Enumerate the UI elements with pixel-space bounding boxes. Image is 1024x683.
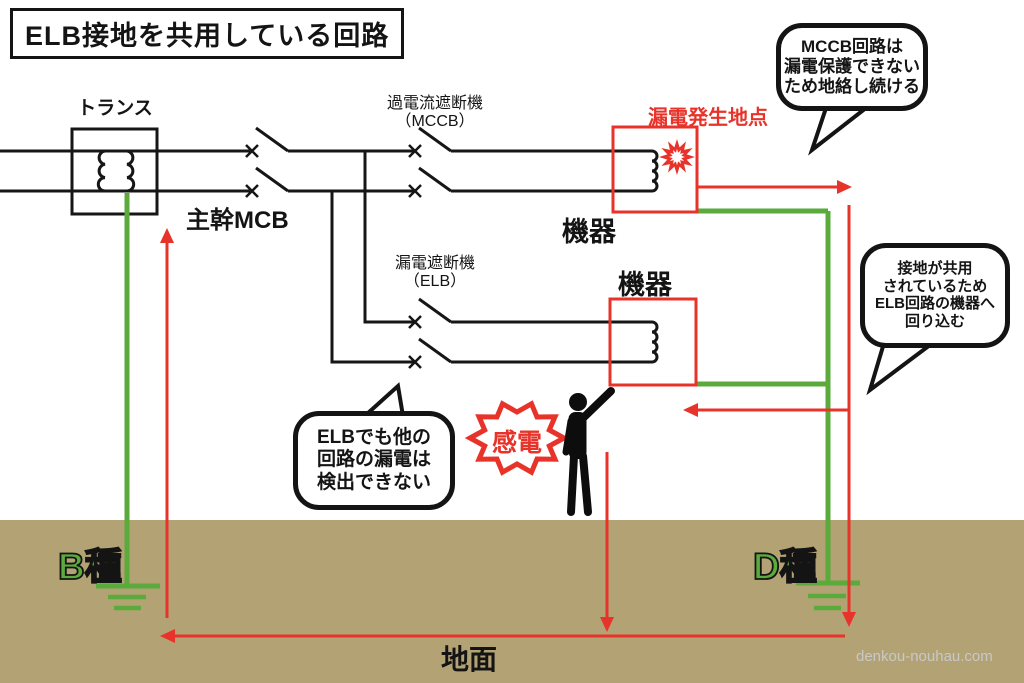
circuit-wires (0, 126, 659, 369)
label-ground-b: B種 (57, 545, 123, 588)
bubble-elb-line3: 検出できない (316, 471, 431, 493)
breaker-contact-marks (245, 144, 422, 369)
bubble-sg-line2: されているため (882, 277, 988, 295)
arrowhead-down-d-icon (842, 612, 856, 627)
watermark: denkou-nouhau.com (856, 648, 993, 665)
speech-bubble-shared-ground: 接地が共用 されているため ELB回路の機器へ 回り込む (860, 243, 1010, 348)
label-shock: 感電 (491, 429, 542, 457)
label-ground-d: D種 (752, 545, 818, 588)
speech-bubble-elb: ELBでも他の 回路の漏電は 検出できない (293, 411, 455, 511)
label-mccb: 過電流遮断機 （MCCB） (360, 95, 510, 131)
bubble-sg-line4: 回り込む (904, 313, 965, 331)
transformer-symbol (70, 127, 159, 216)
label-equipment-elb: 機器 (618, 270, 672, 300)
label-transformer: トランス (77, 98, 153, 119)
equipment-box-elb (608, 297, 698, 387)
person-raised-arm (577, 387, 615, 424)
earth-symbol-b (96, 583, 160, 611)
bubble-elb-line2: 回路の漏電は (316, 449, 431, 471)
label-elb: 漏電遮断機 （ELB） (360, 255, 510, 291)
label-mccb-line2: （MCCB） (395, 112, 475, 130)
person-left-arm (562, 417, 575, 456)
earth-wire-d (697, 208, 831, 581)
arrowhead-down-person-icon (600, 617, 614, 632)
person-figure (562, 387, 615, 516)
speech-bubble-mccb: MCCB回路は 漏電保護できない ため地絡し続ける (776, 23, 928, 112)
bubble-mccb-line3: ため地絡し続ける (784, 77, 920, 97)
leak-current-path (165, 185, 851, 638)
arrowhead-right-icon (837, 180, 852, 194)
label-main-mcb: 主幹MCB (186, 207, 289, 234)
bubble-sg-line3: ELB回路の機器へ (874, 295, 995, 313)
bubble-tail-mccb (808, 106, 872, 156)
label-elb-line2: （ELB） (403, 272, 467, 290)
label-elb-line1: 漏電遮断機 (394, 255, 475, 272)
elb-breaker (418, 297, 452, 364)
bubble-elb-line1: ELBでも他の (316, 427, 431, 448)
page-title: ELB接地を共用している回路 (10, 8, 405, 59)
branch-bus-bottom (330, 191, 415, 364)
equipment-box-mccb (611, 125, 699, 214)
earth-wires (96, 193, 860, 611)
bubble-mccb-line1: MCCB回路は (801, 37, 903, 56)
soil-band (0, 520, 1024, 683)
equipment-coil-mccb (651, 149, 659, 193)
arrowhead-left-elb-icon (683, 403, 698, 417)
equipment-coil-elb (651, 320, 659, 364)
person-left-leg (567, 452, 578, 516)
bubble-mccb-line2: 漏電保護できない (784, 57, 920, 77)
bubble-tail-shared-ground (866, 340, 936, 396)
label-equipment-mccb: 機器 (562, 217, 616, 247)
person-right-leg (579, 452, 592, 516)
arrowhead-up-b-icon (160, 228, 174, 243)
label-leak-point: 漏電発生地点 (648, 107, 768, 129)
leak-starburst-icon (659, 139, 695, 175)
leak-arrowheads (160, 180, 856, 643)
arrowhead-left-ground-icon (160, 629, 175, 643)
branch-bus-top (363, 151, 415, 324)
label-ground-surface: 地面 (441, 644, 498, 675)
shock-starburst-icon (464, 400, 570, 476)
mccb-breaker (418, 126, 452, 193)
main-mcb-breaker (255, 126, 289, 193)
bubble-sg-line1: 接地が共用 (897, 260, 973, 277)
label-mccb-line1: 過電流遮断機 (386, 95, 483, 112)
